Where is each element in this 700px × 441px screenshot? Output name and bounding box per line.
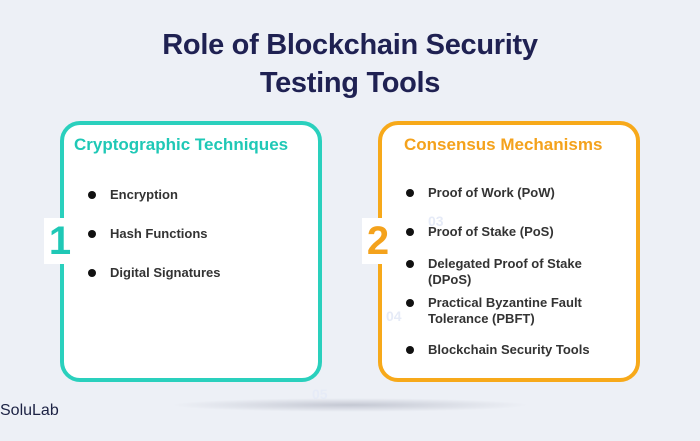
step-number-2: 2 xyxy=(362,218,394,264)
title-line-2: Testing Tools xyxy=(259,67,441,99)
cryptographic-techniques-card: Cryptographic Techniques Encryption Hash… xyxy=(60,121,322,382)
bullet-icon xyxy=(406,228,414,236)
bullet-icon xyxy=(406,260,414,268)
list-item-proof-of-work: Proof of Work (PoW) xyxy=(406,185,626,201)
background-mark-05: 05 xyxy=(312,386,328,402)
list-item-label: Encryption xyxy=(110,187,178,202)
card-title-consensus-mechanisms: Consensus Mechanisms xyxy=(404,135,603,154)
page-title: Role of Blockchain Security Testing Tool… xyxy=(0,26,700,102)
list-item-encryption: Encryption xyxy=(88,187,178,203)
bullet-icon xyxy=(406,346,414,354)
list-item-proof-of-stake: Proof of Stake (PoS) xyxy=(406,224,626,240)
list-item-pbft: Practical Byzantine Fault Tolerance (PBF… xyxy=(406,295,626,327)
list-item-label: Blockchain Security Tools xyxy=(428,342,590,357)
bullet-icon xyxy=(406,299,414,307)
list-item-label: Practical Byzantine Fault Tolerance (PBF… xyxy=(428,295,582,326)
bullet-icon xyxy=(88,230,96,238)
list-item-label: Delegated Proof of Stake (DPoS) xyxy=(428,256,582,287)
bullet-icon xyxy=(406,189,414,197)
card-title-cryptographic-techniques: Cryptographic Techniques xyxy=(74,135,289,154)
brand-logo: SoluLab xyxy=(0,402,59,419)
consensus-mechanisms-card: Consensus Mechanisms 03 Proof of Work (P… xyxy=(378,121,640,382)
list-item-delegated-proof-of-stake: Delegated Proof of Stake (DPoS) xyxy=(406,256,626,288)
list-item-label: Proof of Stake (PoS) xyxy=(428,224,554,239)
bullet-icon xyxy=(88,191,96,199)
list-item-digital-signatures: Digital Signatures xyxy=(88,265,221,281)
list-item-label: Digital Signatures xyxy=(110,265,221,280)
list-item-hash-functions: Hash Functions xyxy=(88,226,208,242)
list-item-label: Hash Functions xyxy=(110,226,208,241)
floor-shadow xyxy=(170,398,530,412)
step-number-1: 1 xyxy=(44,218,76,264)
background-mark-04: 04 xyxy=(386,308,402,324)
list-item-label: Proof of Work (PoW) xyxy=(428,185,555,200)
list-item-blockchain-security-tools: Blockchain Security Tools xyxy=(406,342,626,358)
title-line-1: Role of Blockchain Security xyxy=(162,29,538,61)
background-mark-03: 03 xyxy=(428,213,444,229)
bullet-icon xyxy=(88,269,96,277)
